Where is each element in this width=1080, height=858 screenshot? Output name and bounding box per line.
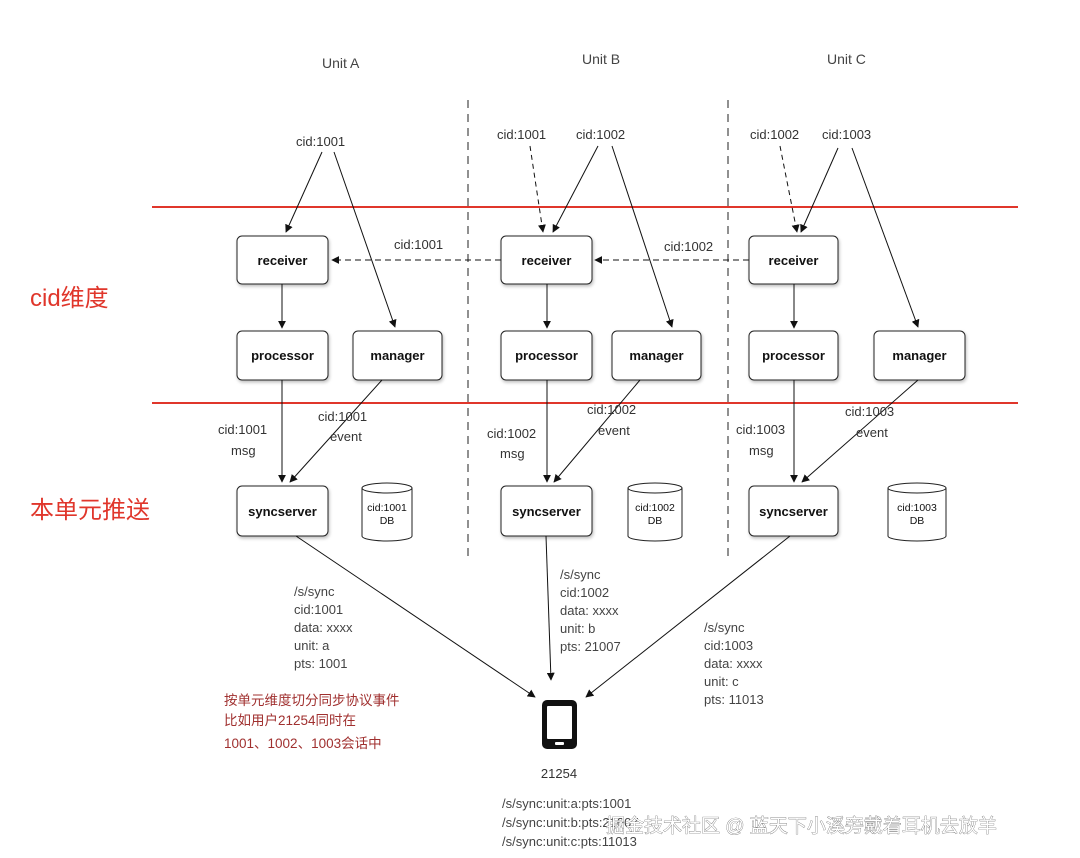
svg-text:syncserver: syncserver [512,504,581,519]
svg-text:manager: manager [370,348,424,363]
phone-icon [542,700,577,749]
svg-text:/s/sync: /s/sync [560,567,601,582]
receiver-node: receiver [748,235,839,285]
msg-label: msg [231,443,256,458]
device-user-id: 21254 [541,766,577,781]
svg-text:按单元维度切分同步协议事件: 按单元维度切分同步协议事件 [224,693,400,708]
sync-payload-c: /s/sync cid:1003 data: xxxx unit: c pts:… [704,620,764,707]
forward-label: cid:1001 [394,237,443,252]
svg-text:/s/sync:unit:c:pts:11013: /s/sync:unit:c:pts:11013 [502,834,637,849]
forward-label: cid:1002 [664,239,713,254]
receiver-node: receiver [500,235,593,285]
msg-label: cid:1002 [487,426,536,441]
svg-text:pts: 1001: pts: 1001 [294,656,348,671]
incoming-cid: cid:1001 [296,134,345,149]
syncserver-node: syncserver [236,485,329,537]
msg-label: cid:1001 [218,422,267,437]
receiver-node: receiver [236,235,329,285]
manager-node: manager [873,330,966,381]
event-label: event [856,425,888,440]
syncserver-node: syncserver [748,485,839,537]
svg-text:/s/sync: /s/sync [294,584,335,599]
svg-text:1001、1002、1003会话中: 1001、1002、1003会话中 [224,736,382,751]
incoming-cid: cid:1002 [576,127,625,142]
svg-text:syncserver: syncserver [248,504,317,519]
db-cylinder: cid:1003 DB [887,482,947,542]
svg-text:cid:1003: cid:1003 [704,638,753,653]
manager-node: manager [352,330,443,381]
manager-node: manager [611,330,702,381]
svg-text:processor: processor [251,348,314,363]
processor-node: processor [748,330,839,381]
svg-text:receiver: receiver [258,253,308,268]
svg-text:cid:1002: cid:1002 [635,502,675,514]
sync-payload-a: /s/sync cid:1001 data: xxxx unit: a pts:… [294,584,353,671]
db-cylinder: cid:1001 DB [361,482,413,542]
svg-text:receiver: receiver [769,253,819,268]
watermark: 掘金技术社区 @ 蓝天下小溪旁戴着耳机去放羊 [606,815,997,837]
svg-text:cid:1002: cid:1002 [560,585,609,600]
event-label: event [330,429,362,444]
svg-text:data: xxxx: data: xxxx [704,656,763,671]
incoming-cid: cid:1002 [750,127,799,142]
svg-text:receiver: receiver [522,253,572,268]
client-sync-state: /s/sync:unit:a:pts:1001 /s/sync:unit:b:p… [502,796,639,849]
unit-a-label: Unit A [322,55,360,71]
processor-node: processor [236,330,329,381]
event-label: cid:1002 [587,402,636,417]
svg-text:/s/sync: /s/sync [704,620,745,635]
svg-text:data: xxxx: data: xxxx [294,620,353,635]
cid-dimension-label: cid维度 [30,285,109,312]
svg-text:unit: a: unit: a [294,638,330,653]
svg-text:比如用户21254同时在: 比如用户21254同时在 [224,712,356,728]
event-label: cid:1003 [845,404,894,419]
svg-text:manager: manager [892,348,946,363]
svg-text:data: xxxx: data: xxxx [560,603,619,618]
msg-label: cid:1003 [736,422,785,437]
svg-text:cid:1001: cid:1001 [367,502,407,514]
processor-node: processor [500,330,593,381]
svg-text:DB: DB [648,515,663,527]
db-cylinder: cid:1002 DB [627,482,683,542]
event-label: event [598,423,630,438]
svg-text:/s/sync:unit:a:pts:1001: /s/sync:unit:a:pts:1001 [502,796,631,811]
svg-text:pts: 11013: pts: 11013 [704,692,764,707]
incoming-cid: cid:1001 [497,127,546,142]
svg-text:syncserver: syncserver [759,504,828,519]
svg-text:DB: DB [380,515,395,527]
msg-label: msg [500,446,525,461]
svg-text:cid:1003: cid:1003 [897,502,937,514]
svg-text:processor: processor [515,348,578,363]
incoming-cid: cid:1003 [822,127,871,142]
unit-c-label: Unit C [827,51,866,67]
unit-b-label: Unit B [582,51,620,67]
svg-text:cid:1001: cid:1001 [294,602,343,617]
annotation-note: 按单元维度切分同步协议事件 比如用户21254同时在 1001、1002、100… [224,693,400,751]
local-push-label: 本单元推送 [30,497,150,524]
syncserver-node: syncserver [500,485,593,537]
svg-text:processor: processor [762,348,825,363]
svg-text:unit: c: unit: c [704,674,739,689]
svg-text:/s/sync:unit:b:pts:21007: /s/sync:unit:b:pts:21007 [502,815,639,830]
svg-text:DB: DB [910,515,925,527]
svg-text:unit: b: unit: b [560,621,595,636]
sync-payload-b: /s/sync cid:1002 data: xxxx unit: b pts:… [560,567,621,654]
svg-text:pts: 21007: pts: 21007 [560,639,621,654]
msg-label: msg [749,443,774,458]
event-label: cid:1001 [318,409,367,424]
svg-text:manager: manager [629,348,683,363]
